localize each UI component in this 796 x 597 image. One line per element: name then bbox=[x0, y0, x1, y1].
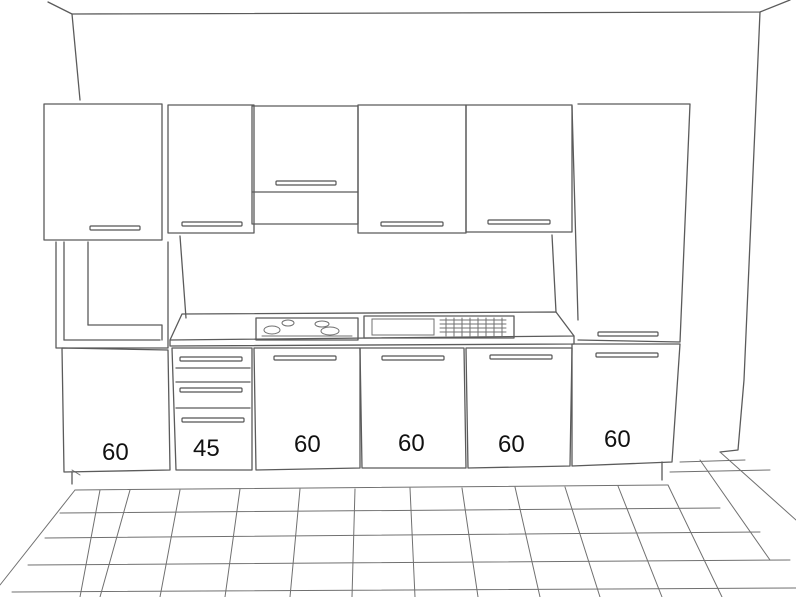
hob bbox=[255, 317, 359, 341]
base-cabinet bbox=[465, 347, 573, 469]
base-cabinet-tall-left bbox=[61, 347, 171, 473]
upper-cabinet-2 bbox=[167, 104, 255, 234]
countertop bbox=[169, 311, 575, 347]
upper-cabinet-3 bbox=[357, 104, 467, 234]
floor-tiles bbox=[0, 451, 796, 597]
tall-unit-right bbox=[577, 103, 691, 343]
width-label-tall-right: 60 bbox=[604, 426, 631, 453]
upper-cabinet-4 bbox=[465, 104, 573, 233]
upper-cabinet-1 bbox=[43, 103, 163, 241]
width-label-base: 60 bbox=[498, 431, 525, 458]
hob-base bbox=[253, 347, 361, 471]
width-label-sink: 60 bbox=[398, 430, 425, 457]
width-label-drawers: 45 bbox=[193, 435, 220, 462]
hood-cabinet bbox=[251, 105, 359, 193]
width-label-hob: 60 bbox=[294, 431, 321, 458]
sink bbox=[363, 315, 515, 339]
room-walls bbox=[47, 0, 791, 476]
upper-cabinets bbox=[43, 103, 573, 241]
base-cabinet-tall-right bbox=[571, 343, 681, 467]
base-cabinets bbox=[61, 343, 681, 485]
width-label-tall-left: 60 bbox=[102, 439, 129, 466]
tall-unit-left bbox=[55, 105, 579, 349]
sink-base bbox=[359, 347, 467, 469]
drawer-unit bbox=[171, 347, 253, 471]
width-labels: 60 45 60 60 60 60 bbox=[102, 426, 631, 466]
